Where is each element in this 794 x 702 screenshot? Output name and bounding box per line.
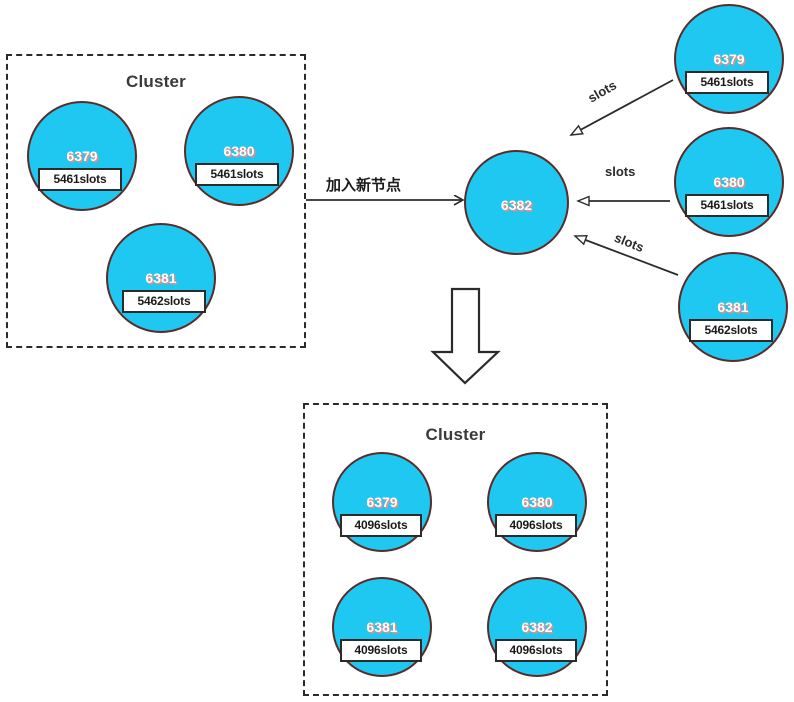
slots-label-from-6380: slots	[605, 164, 636, 179]
node-after-6382[interactable]: 6382 4096slots	[487, 577, 587, 677]
node-port-label: 6379	[66, 148, 98, 164]
node-slots-badge: 4096slots	[495, 514, 577, 537]
node-port-label: 6382	[521, 619, 553, 635]
node-slots-badge: 5461slots	[195, 163, 279, 186]
after-cluster-title: Cluster	[425, 425, 486, 444]
before-cluster-box: Cluster	[6, 54, 306, 348]
node-source-6380[interactable]: 6380 5461slots	[674, 127, 784, 237]
node-before-6381[interactable]: 6381 5462slots	[106, 223, 216, 333]
join-new-node-label: 加入新节点	[326, 177, 402, 194]
node-source-6379[interactable]: 6379 5461slots	[674, 4, 784, 114]
slots-label-from-6381: slots	[612, 229, 647, 256]
node-slots-badge: 4096slots	[340, 639, 422, 662]
node-port-label: 6382	[500, 197, 533, 213]
node-port-label: 6379	[366, 494, 398, 510]
slots-label-from-6379: slots	[585, 77, 620, 106]
arrow-slots-from-6379	[569, 79, 674, 136]
node-slots-badge: 5462slots	[122, 290, 206, 313]
node-after-6380[interactable]: 6380 4096slots	[487, 452, 587, 552]
node-slots-badge: 4096slots	[340, 514, 422, 537]
node-port-label: 6381	[717, 299, 749, 315]
before-cluster-title: Cluster	[126, 72, 186, 91]
node-slots-badge: 5461slots	[38, 168, 122, 191]
node-after-6379[interactable]: 6379 4096slots	[332, 452, 432, 552]
node-slots-badge: 5461slots	[685, 194, 769, 217]
node-slots-badge: 5461slots	[685, 71, 769, 94]
node-after-6381[interactable]: 6381 4096slots	[332, 577, 432, 677]
node-before-6380[interactable]: 6380 5461slots	[184, 96, 294, 206]
node-new-6382[interactable]: 6382	[464, 150, 569, 255]
node-port-label: 6380	[521, 494, 553, 510]
node-port-label: 6380	[713, 174, 745, 190]
node-slots-badge: 5462slots	[689, 319, 773, 342]
node-port-label: 6381	[145, 270, 177, 286]
node-port-label: 6381	[366, 619, 398, 635]
node-slots-badge: 4096slots	[495, 639, 577, 662]
node-before-6379[interactable]: 6379 5461slots	[27, 101, 137, 211]
block-arrow-down	[430, 287, 501, 385]
node-port-label: 6379	[713, 51, 745, 67]
node-port-label: 6380	[223, 143, 255, 159]
node-source-6381[interactable]: 6381 5462slots	[678, 252, 788, 362]
after-cluster-box: Cluster	[303, 403, 608, 696]
